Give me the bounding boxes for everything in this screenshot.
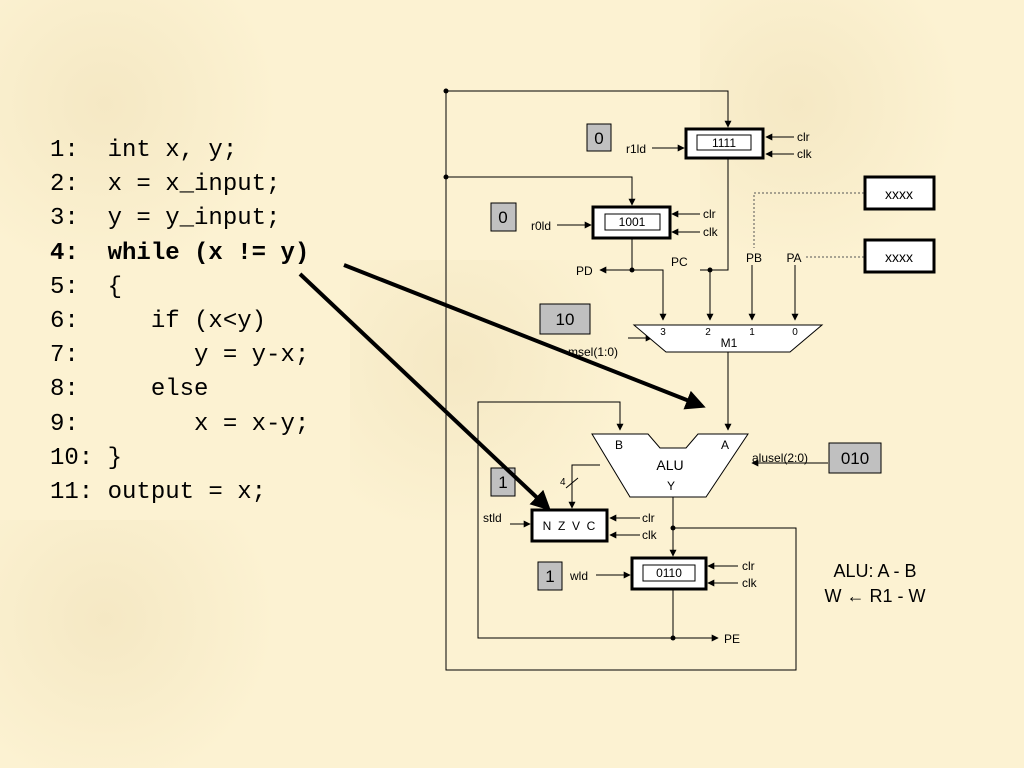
note-line-2: W ← R1 - W [825, 586, 926, 606]
r1ld-label: r1ld [626, 142, 646, 156]
status-bus-width: 4 [560, 477, 566, 488]
r0ld-label: r0ld [531, 219, 551, 233]
stld-value: 1 [498, 473, 507, 492]
r1ld-value-box [586, 123, 612, 152]
status-flags: N Z V C [543, 519, 596, 533]
w-clr-label: clr [742, 559, 755, 573]
note-line-1: ALU: A - B [833, 561, 916, 581]
r0-register: 0 r0ld 1001 clr clk [490, 202, 719, 240]
pa-value: xxxx [885, 249, 913, 265]
msel-label: msel(1:0) [568, 345, 618, 359]
wld-value: 1 [545, 567, 554, 586]
r0-clk-label: clk [703, 225, 719, 239]
alusel-value: 010 [841, 449, 869, 468]
mux-port-2: 2 [705, 327, 711, 338]
alusel-value-box [828, 442, 882, 474]
r0-value: 1001 [619, 215, 646, 229]
status-clr-label: clr [642, 511, 655, 525]
mux-m1: 3 2 1 0 M1 10 msel(1:0) [539, 303, 824, 359]
external-inputs: xxxx xxxx PB PA PD PC PE [576, 175, 936, 646]
pb-value: xxxx [885, 186, 913, 202]
r1-value: 1111 [712, 136, 736, 150]
status-box [530, 508, 609, 543]
pd-label: PD [576, 264, 593, 278]
status-clk-label: clk [642, 528, 658, 542]
alusel-label: alusel(2:0) [752, 451, 808, 465]
code-line: 11: output = x; [50, 478, 267, 506]
r1-register: 0 r1ld 1111 clr clk [586, 123, 813, 161]
mux-shape [632, 324, 824, 353]
operation-note: ALU: A - B W ← R1 - W [825, 561, 926, 606]
code-line: 2: x = x_input; [50, 171, 281, 199]
mux-port-1: 1 [749, 327, 755, 338]
pointer-arrow-to-alu [343, 263, 706, 410]
pe-label: PE [724, 632, 740, 646]
pointer-arrow-to-status [298, 272, 551, 511]
background-texture [0, 520, 350, 768]
pc-label: PC [671, 255, 688, 269]
w-register: 1 wld 0110 clr clk [537, 556, 758, 591]
r0ld-value-box [490, 202, 517, 232]
code-listing: 1: int x, y; 2: x = x_input; 3: y = y_inpu… [50, 134, 309, 510]
alu: B A ALU Y alusel(2:0) 010 [591, 433, 882, 498]
pb-label: PB [746, 251, 762, 265]
msel-value: 10 [556, 310, 575, 329]
alu-shape [591, 433, 749, 498]
code-line: 7: y = y-x; [50, 342, 310, 370]
code-line: 5: { [50, 273, 123, 301]
alu-input-b: B [615, 438, 623, 452]
wld-label: wld [569, 569, 588, 583]
alu-output-y: Y [667, 479, 675, 493]
wires [443, 88, 864, 671]
code-line: 4: while (x != y) [50, 239, 310, 267]
code-line: 10: } [50, 444, 123, 472]
w-clk-label: clk [742, 576, 758, 590]
pa-value-box [863, 238, 936, 274]
alu-name: ALU [656, 457, 683, 473]
code-line: 8: else [50, 376, 209, 404]
mux-name: M1 [721, 336, 738, 350]
r1-clk-label: clk [797, 147, 813, 161]
stld-label: stld [483, 511, 502, 525]
code-line: 1: int x, y; [50, 137, 238, 164]
alu-input-a: A [721, 438, 729, 452]
status-register: 1 stld 4 N Z V C clr clk [483, 467, 658, 543]
pa-label: PA [786, 251, 801, 265]
pb-value-box [863, 175, 936, 211]
r1-clr-label: clr [797, 130, 810, 144]
r0-clr-label: clr [703, 207, 716, 221]
mux-port-0: 0 [792, 327, 798, 338]
mux-port-3: 3 [660, 327, 666, 338]
pointer-arrows [298, 263, 706, 511]
wld-value-box [537, 561, 563, 591]
r0ld-value: 0 [498, 208, 507, 227]
code-line: 6: if (x<y) [50, 307, 267, 335]
background-texture [0, 0, 350, 260]
code-line: 3: y = y_input; [50, 205, 281, 233]
code-line: 9: x = x-y; [50, 410, 310, 438]
r1ld-value: 0 [594, 129, 603, 148]
msel-value-box [539, 303, 591, 335]
w-value: 0110 [656, 566, 682, 580]
